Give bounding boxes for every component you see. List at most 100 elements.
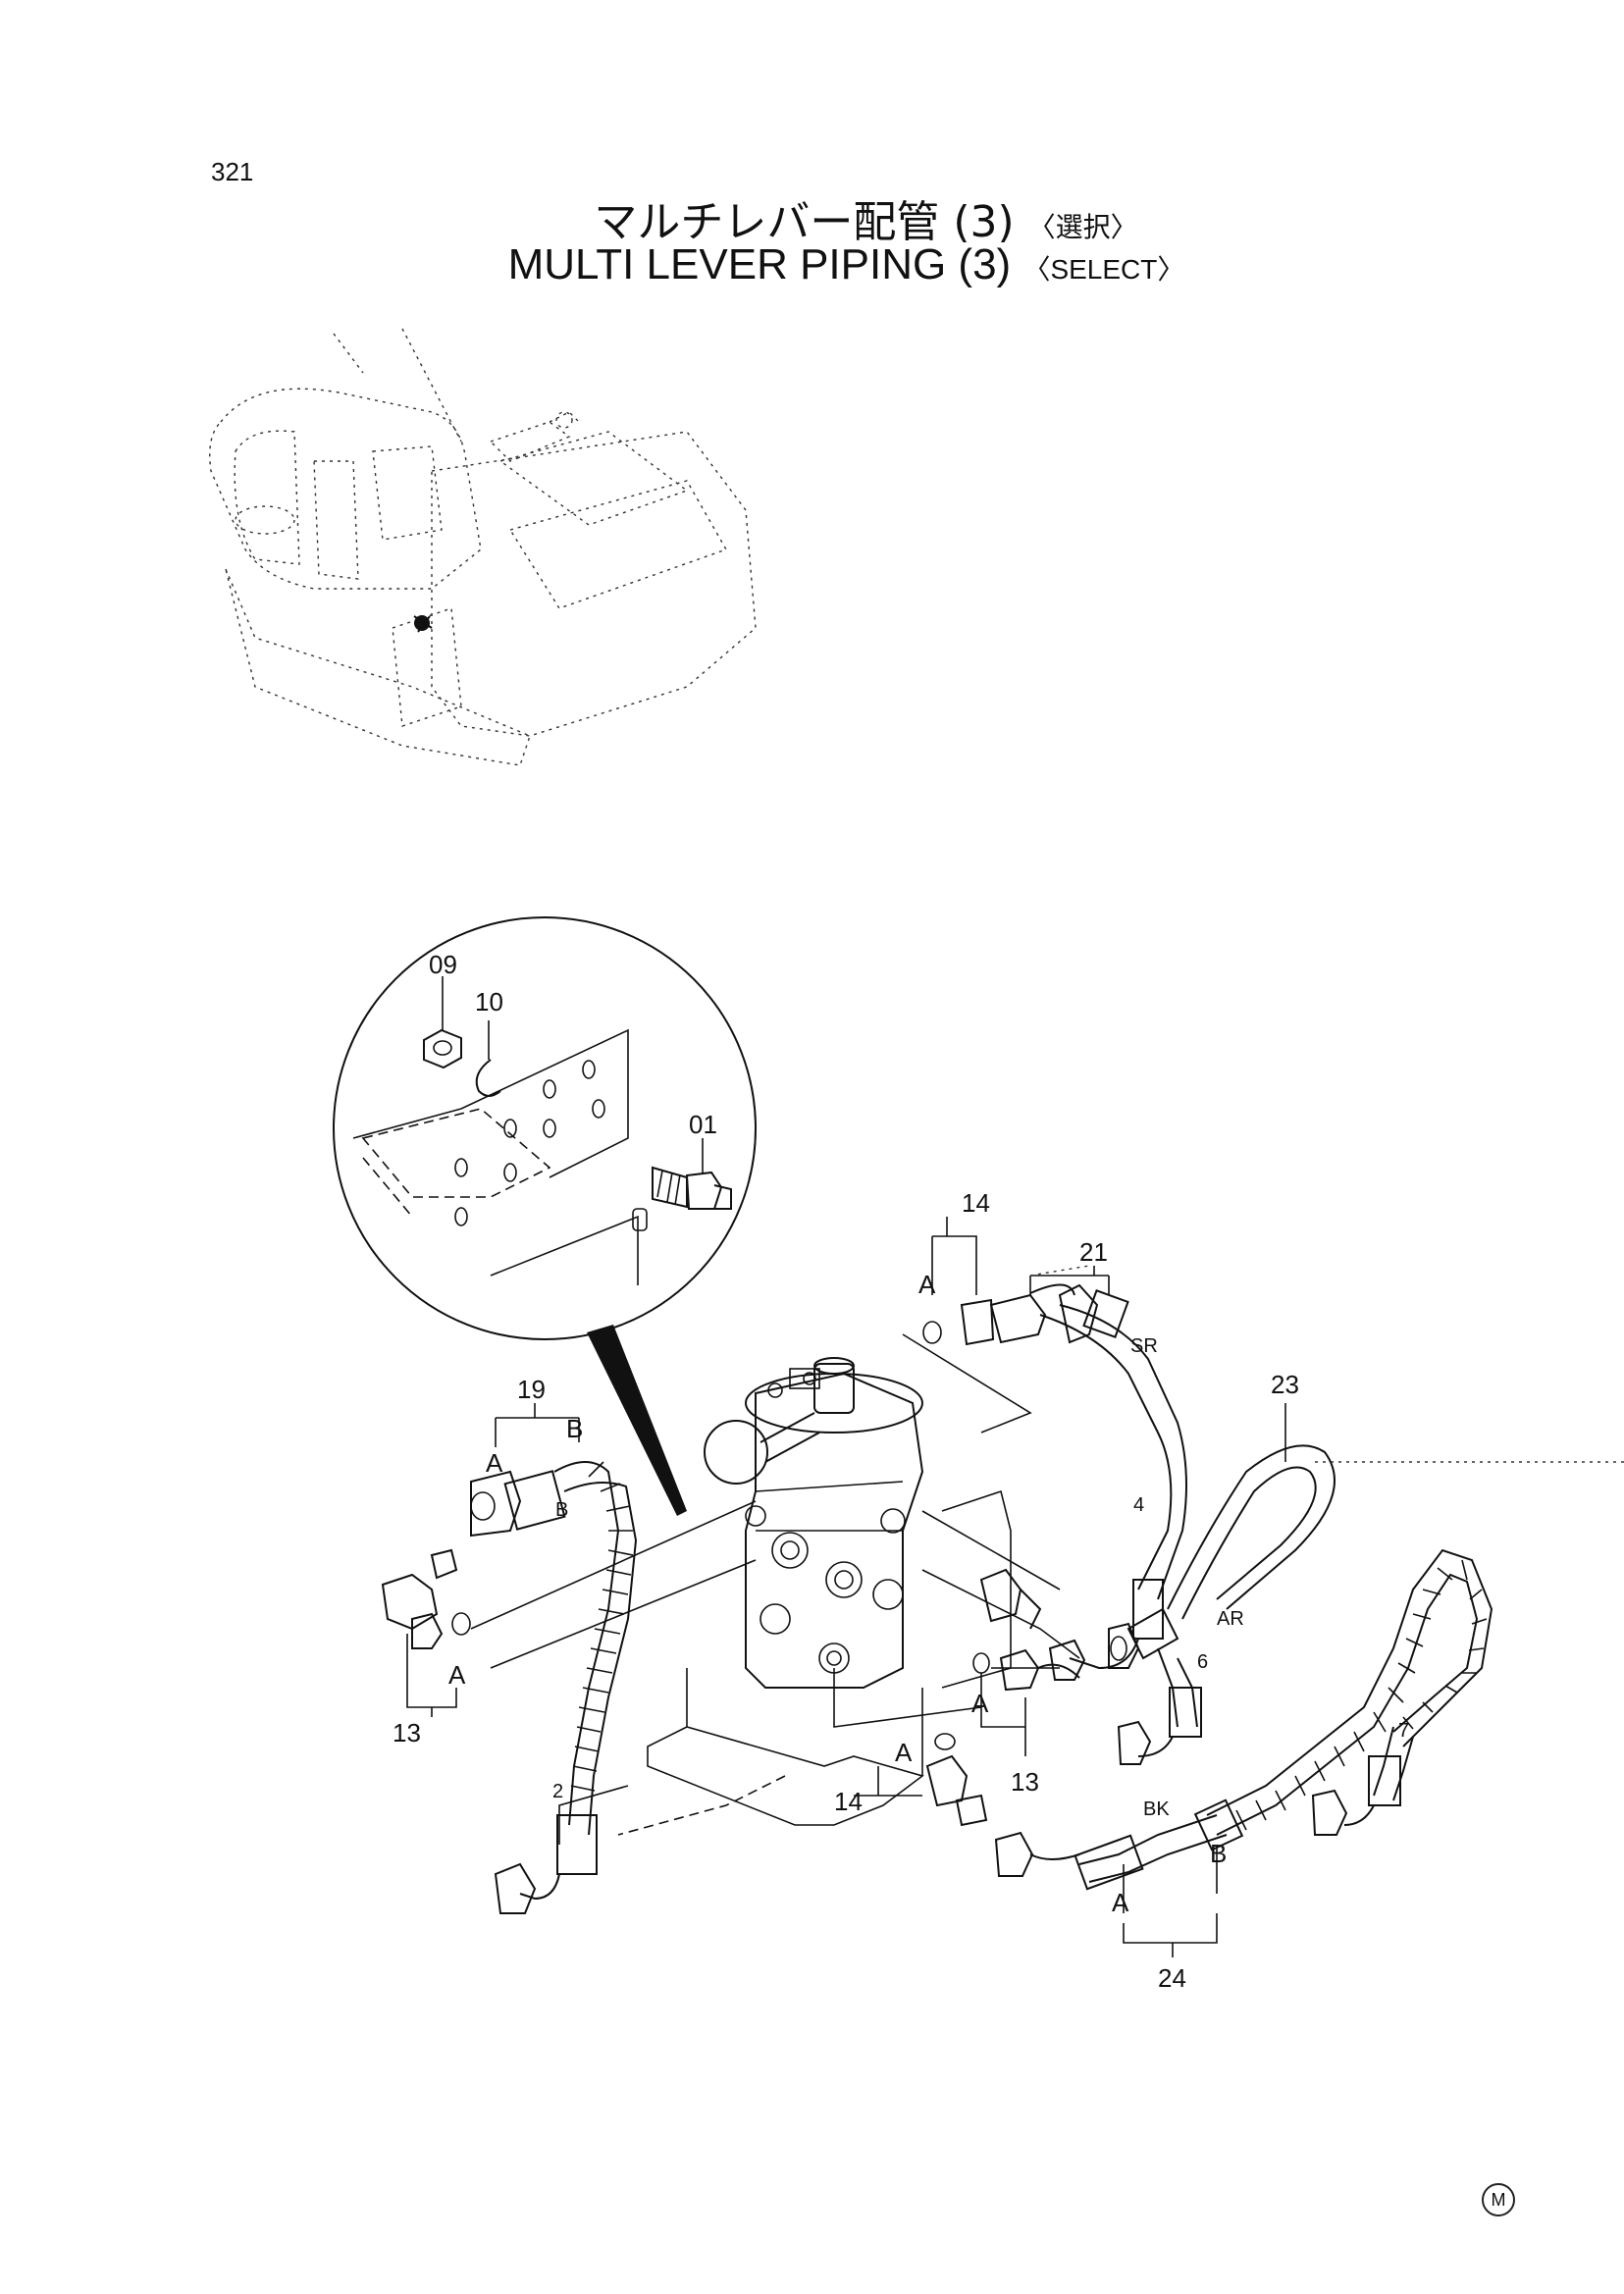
letter-sr: SR [1130,1335,1158,1357]
callout-leaders [406,1217,1624,1957]
elbow-13-left-end [411,1612,444,1649]
cab-side-window [372,445,443,541]
valve-screw-2 [803,1372,816,1385]
port-3 [872,1579,904,1610]
side-panel [392,607,462,727]
elbow-13-left [381,1573,439,1631]
base-supports [686,1668,923,1776]
leader-24-ab [1123,1845,1218,1913]
leader-14-top [931,1217,977,1295]
o-ring-a2 [451,1612,471,1636]
hose-21-line-a [1039,1314,1173,1590]
leader-24 [1123,1913,1218,1957]
leader-bottom [833,1668,982,1728]
letter-b-24: B [1210,1839,1227,1868]
title-english: MULTI LEVER PIPING (3) 〈SELECT〉 [0,240,1624,289]
lever-knob [704,1420,768,1485]
leader-hose2 [558,1785,629,1845]
fitting-part-01 [652,1138,732,1210]
title-en-suffix: 〈SELECT〉 [1022,254,1185,285]
hose-sr-21 [922,1283,1187,1681]
hose-ar-23 [1108,1444,1336,1765]
washer-part-10 [475,1020,501,1097]
hole-5 [592,1099,605,1119]
hose-23-loop-outer [1167,1444,1336,1610]
hose-19-collar [503,1470,566,1531]
callout-13-right: 13 [1011,1767,1039,1797]
valve-body [745,1372,924,1689]
lower-frame [225,568,531,766]
leader-14-bottom [854,1766,922,1797]
leader-right [921,1510,1061,1590]
bracket-hidden [361,1108,551,1198]
lever-arm [760,1412,820,1463]
port-1-inner [780,1540,800,1560]
letter-a-24: A [1112,1888,1129,1917]
letter-b-19: B [566,1414,583,1443]
fitting-14-bottom [925,1733,988,1827]
hose-label-6: 6 [1197,1651,1208,1673]
letter-a-13-right: A [971,1689,989,1718]
elbow-13-right-1 [979,1568,1022,1623]
callout-01: 01 [689,1110,717,1139]
elbow-14-bend [1029,1283,1075,1296]
callout-14-bottom: 14 [834,1787,863,1816]
port-2 [825,1561,863,1598]
valve-bands [755,1481,904,1532]
letter-a-14-bottom: A [895,1738,913,1767]
callout-23: 23 [1271,1370,1299,1399]
hose-24-ribs [1235,1559,1488,1831]
port-7 [745,1505,766,1527]
cab-front-window [234,430,300,565]
letter-a-19: A [486,1448,503,1478]
elbow-13-left-top [430,1548,458,1580]
port-1 [771,1532,809,1569]
cab-outline [209,388,482,590]
callout-19: 19 [517,1375,546,1404]
hole-2 [582,1060,596,1079]
hose-19-bore [470,1491,496,1521]
hose-label-7: 7 [1398,1720,1409,1742]
elbow-14-bottom [925,1754,969,1807]
hose-24-nut [994,1831,1034,1877]
title-jp-text: マルチレバー配管 (3) [594,197,1015,247]
o-ring-a1 [922,1321,942,1344]
letter-bk: BK [1143,1799,1170,1820]
hose-2-elbow [519,1873,560,1901]
callout-13-left: 13 [393,1718,421,1747]
leader-13-right [980,1673,1026,1756]
side-bracket [941,1489,1012,1689]
hose-7-collar [1368,1755,1401,1806]
title-jp-suffix: 〈選択〉 [1027,211,1138,243]
hose-2-nut [494,1862,537,1914]
hose-6-collar [1169,1687,1202,1738]
page-number: 321 [211,157,254,186]
filler-cap [549,411,580,423]
leader-21 [1029,1266,1110,1295]
hose-19-body [553,1461,638,1836]
cab-door-window [313,460,359,580]
hole-1 [543,1079,556,1099]
detail-pointer [587,1325,687,1516]
bracket-tab [632,1208,648,1231]
hose-24-lower [1078,1814,1228,1883]
letter-a-13-left: A [448,1660,466,1690]
hole-7 [503,1163,517,1182]
bracket-lower [490,1215,639,1285]
detail-inset [333,916,757,1516]
hose-bk-24 [994,1548,1493,1891]
elbow-14-top [989,1293,1047,1344]
hose-19-ribs [570,1461,634,1792]
footer-mark: M [1482,2183,1515,2216]
fitting-13-left [381,1548,471,1649]
elbow-14-nut [960,1298,995,1346]
hose-7-body [1373,1726,1414,1801]
bracket-edge [352,1108,462,1139]
letter-b-hose: B [555,1499,568,1521]
hose-24-inner [1216,1573,1479,1836]
hose-7-nut [1311,1789,1348,1836]
o-ring-a6 [934,1733,956,1750]
base-plate [647,1726,924,1826]
leader-13-left [406,1634,457,1717]
